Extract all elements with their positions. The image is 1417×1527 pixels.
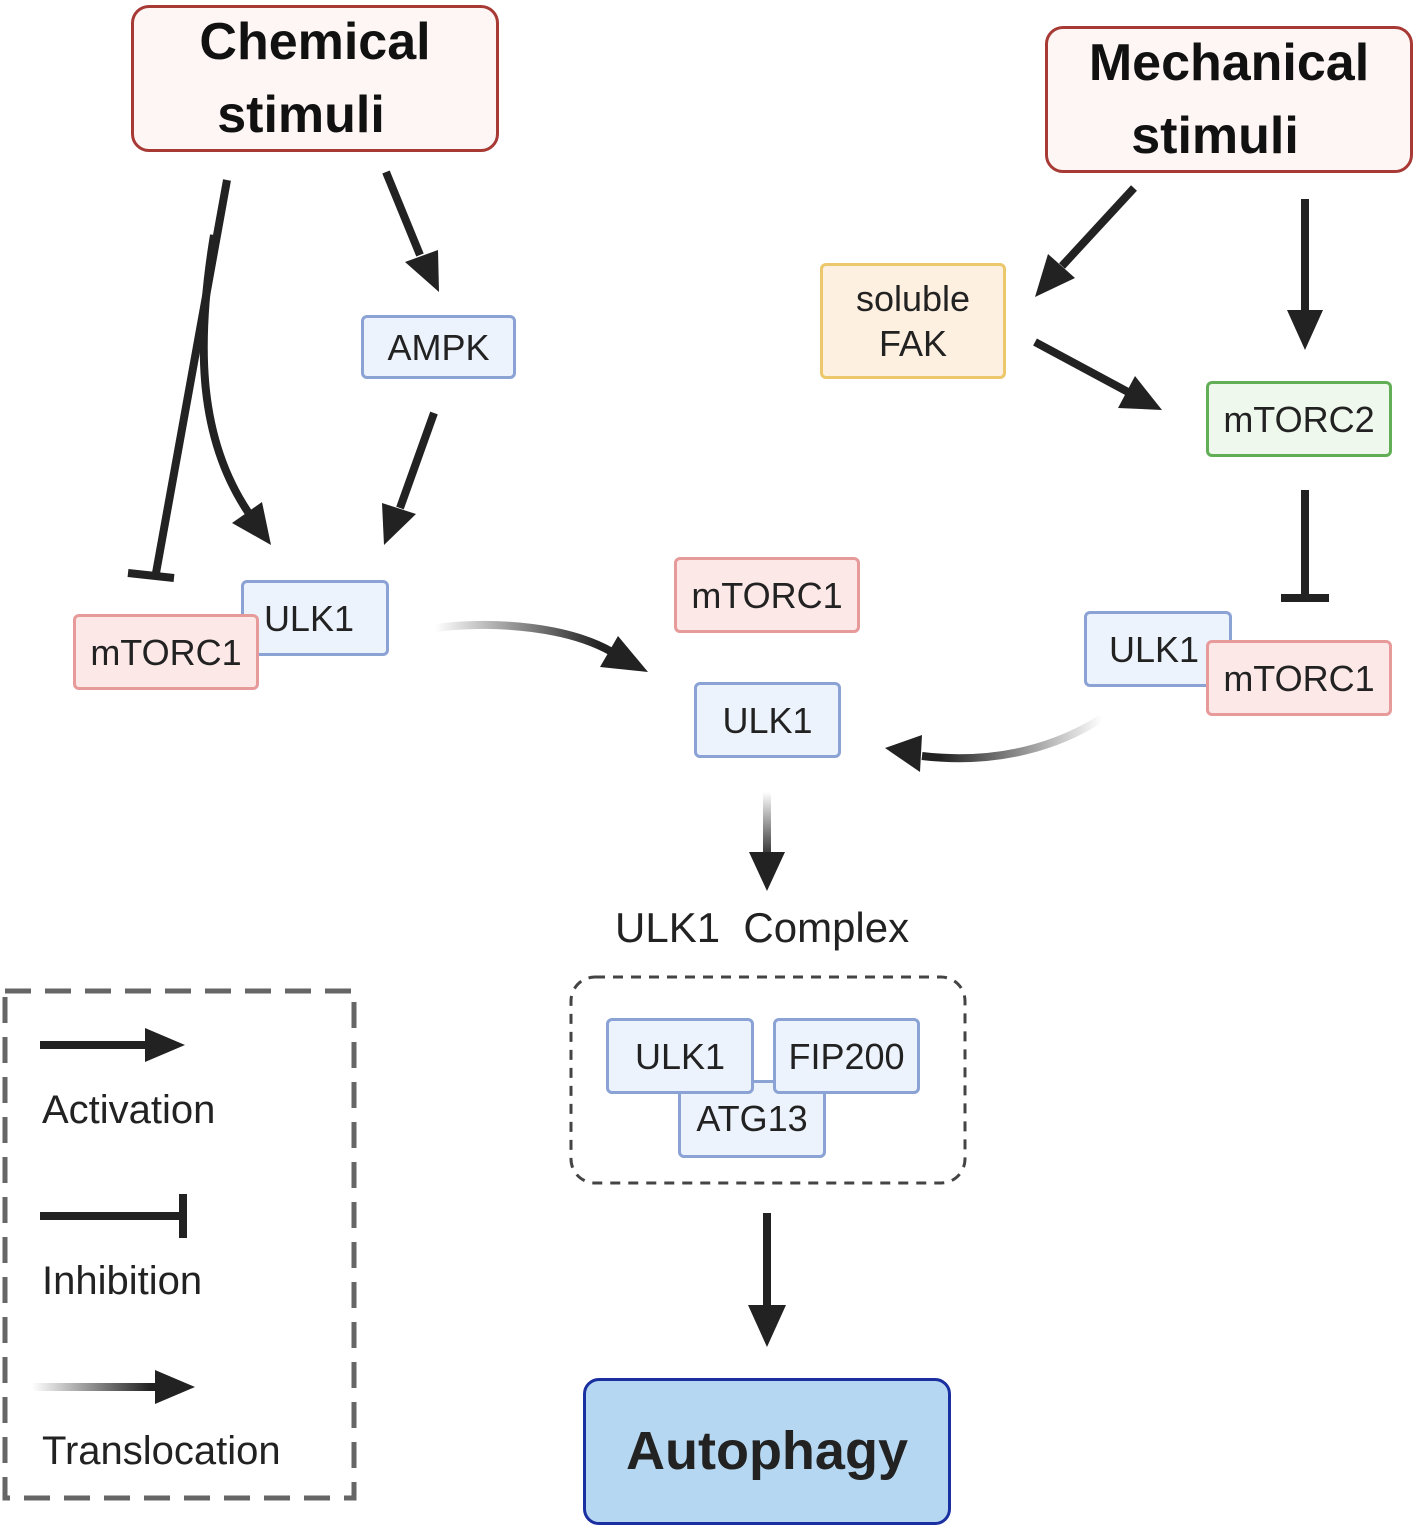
mechanical-stimuli-box: Mechanical stimuli xyxy=(1045,26,1413,173)
fak-activates-mtorc2-edge xyxy=(1033,338,1162,410)
soluble-fak-line1: soluble xyxy=(855,278,971,319)
soluble-fak-node: soluble FAK xyxy=(820,263,1006,379)
right-ulk1-translocation-edge xyxy=(885,714,1105,772)
left-mtorc1-node: mTORC1 xyxy=(73,614,259,690)
mtorc2-inhibits-mtorc1-edge xyxy=(1281,490,1329,602)
mtorc2-label: mTORC2 xyxy=(1223,398,1375,440)
chemical-stimuli-line2: stimuli xyxy=(217,85,385,144)
complex-ulk1-node: ULK1 xyxy=(606,1018,754,1094)
legend-translocation-arrow xyxy=(32,1370,195,1404)
left-ulk1-node: ULK1 xyxy=(241,580,389,656)
right-mtorc1-label: mTORC1 xyxy=(1223,657,1375,699)
left-mtorc1-label: mTORC1 xyxy=(90,631,242,673)
ulk1-to-complex-edge xyxy=(749,792,785,891)
left-ulk1-translocation-edge xyxy=(434,621,648,672)
left-ulk1-label: ULK1 xyxy=(263,597,354,639)
autophagy-label: Autophagy xyxy=(626,1420,908,1481)
complex-atg13-node: ATG13 xyxy=(678,1080,826,1158)
center-ulk1-label: ULK1 xyxy=(722,699,813,741)
ampk-label: AMPK xyxy=(387,326,490,368)
ampk-activates-ulk1-edge xyxy=(382,411,438,545)
mechanical-stimuli-line2: stimuli xyxy=(1131,106,1299,165)
right-mtorc1-node: mTORC1 xyxy=(1206,640,1392,716)
chemical-activates-ampk-edge xyxy=(382,170,439,292)
legend-translocation-label: Translocation xyxy=(42,1429,281,1473)
legend-activation-arrow xyxy=(40,1028,185,1062)
complex-fip200-node: FIP200 xyxy=(773,1018,920,1094)
mechanical-activates-mtorc2-edge xyxy=(1287,199,1323,350)
center-mtorc1-label: mTORC1 xyxy=(691,574,843,616)
legend-inhibition-label: Inhibition xyxy=(42,1259,203,1303)
complex-to-autophagy-edge xyxy=(748,1213,786,1347)
ampk-node: AMPK xyxy=(361,315,516,379)
ulk1-complex-title: ULK1 Complex xyxy=(615,904,910,951)
mechanical-stimuli-line1: Mechanical xyxy=(1088,33,1370,92)
chemical-stimuli-box: Chemical stimuli xyxy=(131,5,499,152)
legend-inhibition-arrow xyxy=(40,1194,187,1238)
mechanical-activates-fak-edge xyxy=(1035,185,1137,297)
complex-fip200-label: FIP200 xyxy=(788,1035,905,1077)
mtorc2-node: mTORC2 xyxy=(1206,381,1392,457)
complex-atg13-label: ATG13 xyxy=(696,1098,808,1139)
legend-box xyxy=(2,988,357,1501)
complex-ulk1-label: ULK1 xyxy=(634,1035,726,1077)
right-ulk1-label: ULK1 xyxy=(1109,628,1200,670)
autophagy-node: Autophagy xyxy=(583,1378,951,1525)
chemical-stimuli-line1: Chemical xyxy=(199,12,431,71)
center-ulk1-node: ULK1 xyxy=(694,682,841,758)
chemical-activates-ulk1-edge xyxy=(199,234,271,545)
center-mtorc1-node: mTORC1 xyxy=(674,557,860,633)
soluble-fak-line2: FAK xyxy=(878,323,948,364)
legend-activation-label: Activation xyxy=(42,1088,216,1132)
